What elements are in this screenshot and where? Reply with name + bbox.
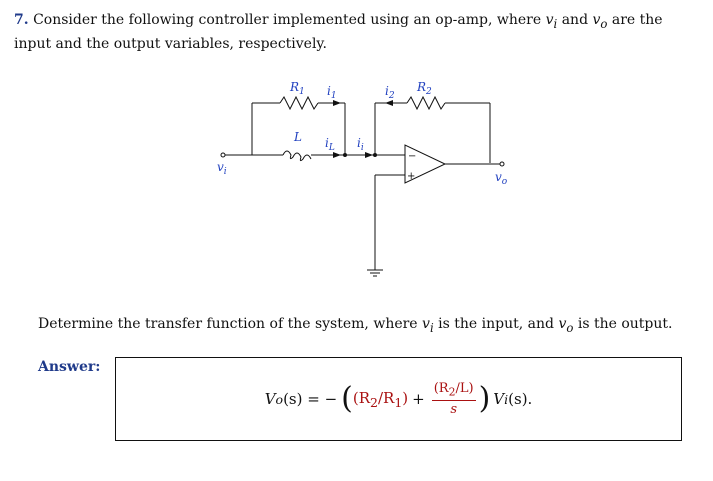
question-text-part1: Consider the following controller implem… <box>33 12 542 28</box>
inductor-l <box>282 150 312 162</box>
output-terminal <box>499 161 505 167</box>
determine-text: Determine the transfer function of the s… <box>38 316 673 335</box>
question-7: 7. Consider the following controller imp… <box>14 10 694 54</box>
var-vo: vo <box>558 316 574 335</box>
answer-label: Answer: <box>38 359 101 375</box>
junction-dot <box>373 153 377 157</box>
var-vi: vi <box>545 12 558 31</box>
opamp-circuit-diagram: R1 i1 i2 R2 L iL ii vi vo − + <box>217 80 508 277</box>
arrow-ii <box>365 152 373 158</box>
label-ii: ii <box>357 136 364 153</box>
label-i2: i2 <box>385 84 395 101</box>
question-and: and <box>561 12 589 28</box>
label-il: iL <box>325 136 335 153</box>
answer-term-1: (R2/R1) <box>352 388 409 410</box>
label-r1: R1 <box>289 80 305 97</box>
question-number: 7. <box>14 12 29 28</box>
label-l: L <box>293 130 302 144</box>
label-r2: R2 <box>416 80 432 97</box>
arrow-il <box>333 152 341 158</box>
var-vi: vi <box>422 316 434 335</box>
input-terminal <box>220 152 226 158</box>
arrow-i1 <box>333 100 341 106</box>
opamp-plus: + <box>407 171 415 182</box>
label-vo: vo <box>495 170 508 187</box>
label-i1: i1 <box>327 84 337 101</box>
resistor-r1 <box>279 95 319 111</box>
opamp-minus: − <box>408 151 416 162</box>
answer-fraction: (R2/L) s <box>431 381 476 417</box>
opamp-triangle <box>404 144 447 184</box>
label-vi: vi <box>217 160 227 177</box>
question-text-part2: are the input and the output variables, … <box>14 12 663 52</box>
junction-dot <box>343 153 347 157</box>
arrow-i2 <box>385 100 393 106</box>
resistor-r2 <box>406 95 446 111</box>
var-vo: vo <box>592 12 608 31</box>
